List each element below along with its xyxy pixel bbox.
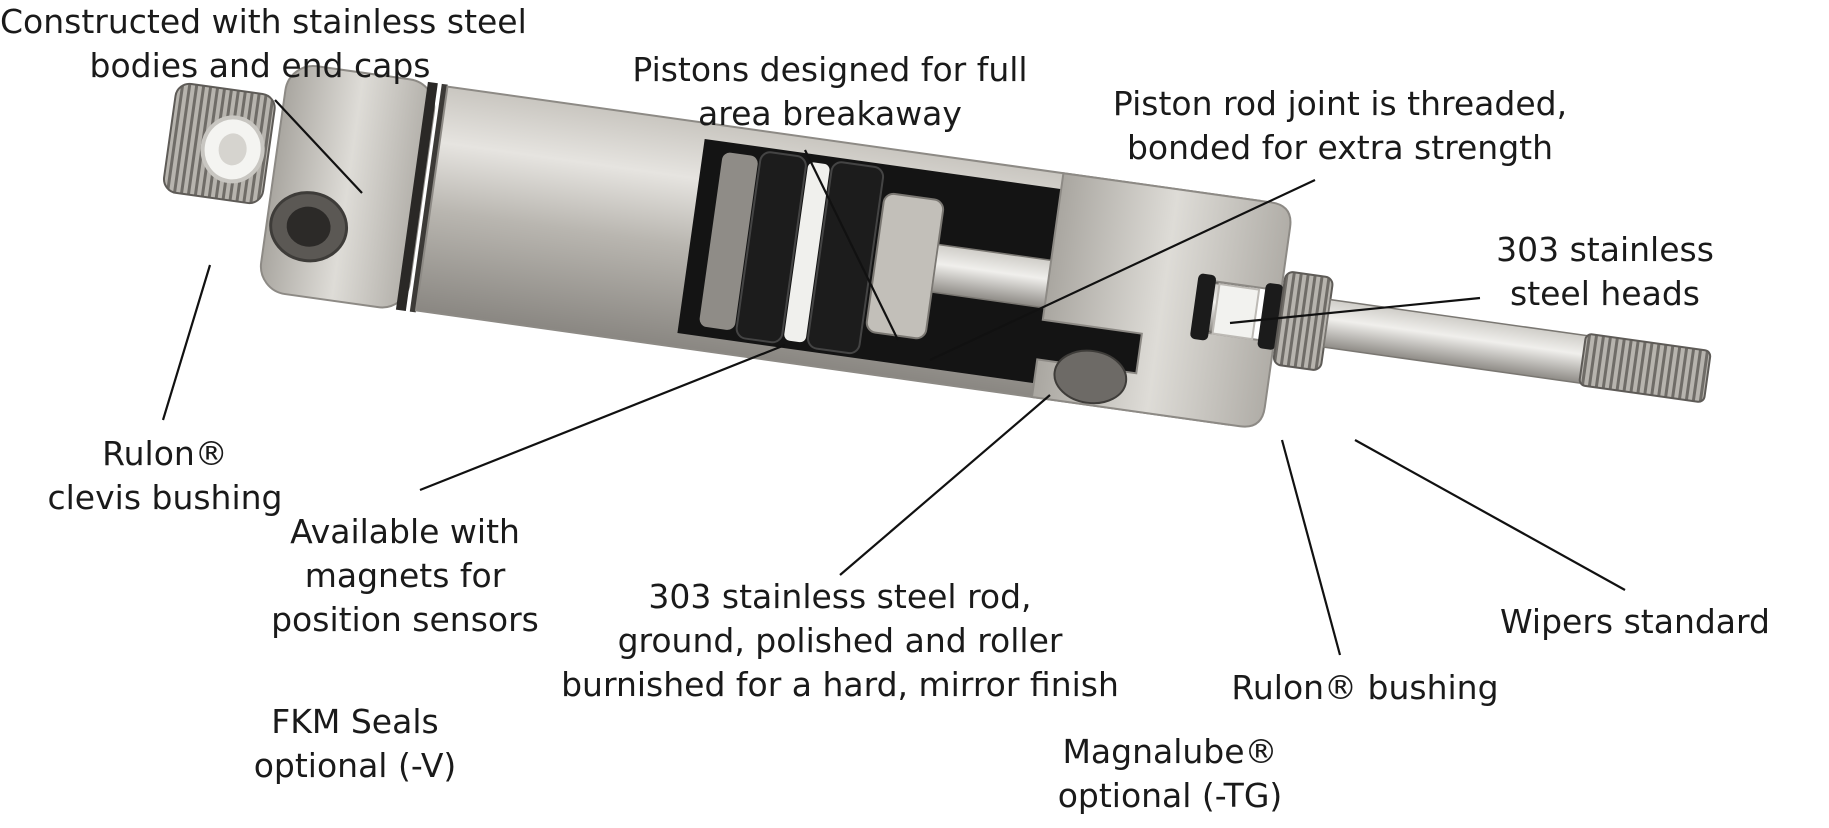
callout-joint: Piston rod joint is threaded, bonded for… (1105, 82, 1575, 170)
leader-pistons (804, 149, 899, 341)
callout-fkm-line-1: FKM Seals (271, 702, 439, 741)
callout-magnets-line-2: magnets for (304, 556, 506, 595)
callout-joint-line-1: Piston rod joint is threaded, (1112, 84, 1568, 123)
callout-construction-line-1: Constructed with stainless steel (0, 2, 527, 41)
front-rulon-bushing (1211, 282, 1261, 341)
callout-rod-line-1: 303 stainless steel rod, (648, 577, 1032, 616)
leader-bushing (1280, 439, 1342, 656)
callout-magnalube: Magnalube® optional (-TG) (1040, 730, 1300, 818)
callout-heads-line-1: 303 stainless (1496, 230, 1714, 269)
leader-magnets (419, 343, 786, 492)
rod-seal (1190, 273, 1217, 341)
callout-construction: Constructed with stainless steel bodies … (0, 0, 527, 88)
callout-magnets-line-1: Available with (290, 512, 520, 551)
callout-rod-line-2: ground, polished and roller (617, 621, 1063, 660)
callout-construction-line-2: bodies and end caps (89, 46, 431, 85)
cylinder-body-group (162, 65, 1712, 428)
front-port (1053, 349, 1128, 405)
callout-pistons-line-2: area breakaway (698, 94, 962, 133)
callout-pistons: Pistons designed for full area breakaway (630, 48, 1030, 136)
leader-rod (839, 394, 1051, 576)
callout-heads-line-2: steel heads (1510, 274, 1700, 313)
callout-clevis: Rulon® clevis bushing (35, 432, 295, 520)
leader-clevis (161, 264, 212, 421)
callout-joint-line-2: bonded for extra strength (1126, 128, 1554, 167)
leader-joint (929, 179, 1316, 361)
callout-rod-line-3: burnished for a hard, mirror finish (561, 665, 1119, 704)
leader-heads (1229, 296, 1481, 325)
callout-heads: 303 stainless steel heads (1475, 228, 1735, 316)
rod-end-thread (1578, 333, 1712, 403)
callout-fkm: FKM Seals optional (-V) (230, 700, 480, 788)
callout-magnalube-line-2: optional (-TG) (1057, 776, 1283, 815)
callout-wipers: Wipers standard (1485, 600, 1785, 644)
callout-magnalube-line-1: Magnalube® (1062, 732, 1278, 771)
callout-clevis-line-1: Rulon® (102, 434, 228, 473)
callout-clevis-line-2: clevis bushing (47, 478, 283, 517)
callout-magnets: Available with magnets for position sens… (260, 510, 550, 642)
callout-pistons-line-1: Pistons designed for full (632, 50, 1028, 89)
callout-fkm-line-2: optional (-V) (253, 746, 457, 785)
leader-wipers (1354, 439, 1626, 591)
callout-rod: 303 stainless steel rod, ground, polishe… (560, 575, 1120, 707)
callout-magnets-line-3: position sensors (271, 600, 539, 639)
callout-wipers-line-1: Wipers standard (1500, 602, 1770, 641)
leader-lines (161, 99, 1626, 656)
piston-magnet (784, 162, 830, 343)
callout-bushing: Rulon® bushing (1215, 666, 1515, 710)
piston-seal (735, 151, 807, 344)
callout-bushing-line-1: Rulon® bushing (1231, 668, 1499, 707)
leader-construction (274, 99, 363, 194)
front-steel-head (1030, 172, 1292, 428)
